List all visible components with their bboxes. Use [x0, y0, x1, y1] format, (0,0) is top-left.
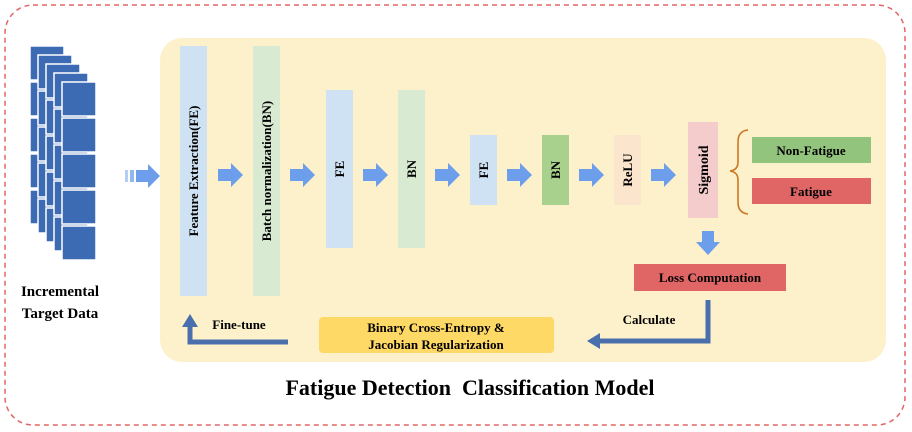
output-brace — [729, 129, 749, 215]
layer-relu-label: ReLU — [620, 153, 635, 187]
finetune-arrow-head — [182, 314, 198, 327]
layer-feature-extraction — [180, 46, 207, 296]
calculate-arrow-head — [587, 333, 600, 349]
layer-fe-3-label: FE — [476, 162, 491, 179]
finetune-label: Fine-tune — [212, 317, 266, 332]
layer-batch-normalization — [253, 46, 280, 296]
input-label-line2: Target Data — [22, 306, 99, 322]
output-non-fatigue-box — [752, 137, 871, 163]
arrow-3 — [363, 163, 388, 187]
input-data-stack — [29, 45, 97, 261]
input-label-line1: Incremental — [21, 284, 99, 300]
input-arrow — [125, 164, 160, 188]
finetune-arrow — [187, 325, 288, 345]
layer-sigmoid-label: Sigmoid — [697, 145, 712, 194]
output-fatigue-label: Fatigue — [790, 184, 832, 199]
loss-computation-label: Loss Computation — [659, 270, 762, 285]
layer-fe-2-label: FE — [332, 161, 347, 178]
objective-box — [319, 317, 554, 353]
objective-line2: Jacobian Regularization — [368, 337, 504, 352]
data-frame — [61, 225, 97, 261]
layer-fe-3 — [470, 135, 497, 205]
objective-line1: Binary Cross-Entropy & — [367, 320, 505, 335]
layer-sigmoid — [688, 122, 718, 218]
layer-bn-3-label: BN — [548, 160, 563, 179]
arrow-2 — [290, 163, 315, 187]
arrow-6 — [579, 163, 604, 187]
layer-bn-2-label: BN — [404, 159, 419, 178]
data-frame — [61, 117, 97, 153]
arrow-4 — [435, 163, 460, 187]
arrow-7 — [651, 163, 676, 187]
calculate-label: Calculate — [623, 312, 676, 327]
loss-computation-box — [634, 264, 786, 291]
layer-feature-extraction-label: Feature Extraction(FE) — [186, 106, 201, 237]
output-fatigue-box — [752, 178, 871, 204]
data-frame — [61, 153, 97, 189]
arrow-down-to-loss — [696, 231, 720, 255]
diagram-title: Fatigue Detection Classification Model — [285, 375, 654, 400]
layer-fe-2 — [326, 90, 353, 248]
calculate-arrow — [598, 300, 711, 344]
layer-bn-2 — [398, 90, 425, 248]
layer-bn-3 — [542, 135, 569, 205]
layer-relu — [614, 135, 641, 205]
arrow-5 — [507, 163, 532, 187]
layer-batch-normalization-label: Batch normalization(BN) — [259, 101, 274, 241]
data-frame — [61, 81, 97, 117]
data-frame — [61, 189, 97, 225]
arrow-1 — [218, 163, 243, 187]
output-non-fatigue-label: Non-Fatigue — [776, 143, 846, 158]
